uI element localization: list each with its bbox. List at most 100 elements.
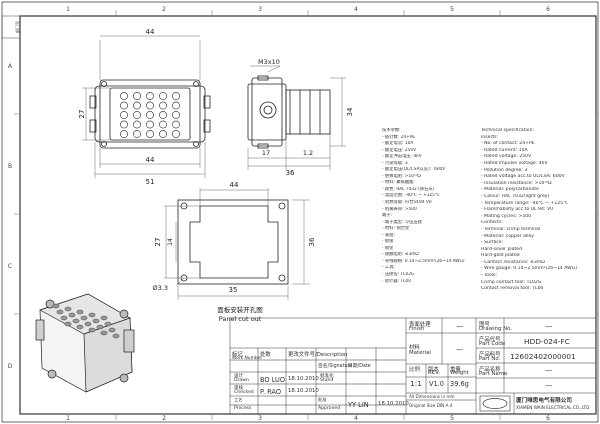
iso-pin xyxy=(100,315,108,321)
iso-pin xyxy=(72,318,80,324)
contact-pin xyxy=(159,120,167,129)
spec-line: - Rated voltage acc.to UL/CSA: 600V xyxy=(481,174,565,180)
dim-screw: M3x10 xyxy=(258,58,280,66)
zone-side-c: C xyxy=(8,263,12,270)
zone-bottom-6: 6 xyxy=(546,415,550,422)
contact-pin xyxy=(120,111,128,119)
zone-side-d: D xyxy=(8,363,13,370)
dim-front-w-outer: 51 xyxy=(146,178,155,186)
contact-pin xyxy=(133,120,141,129)
tb-drawing-no-cn: 图号 xyxy=(479,322,490,328)
spec-line: 技术参数: xyxy=(382,128,401,133)
panel-cutout-dims xyxy=(164,188,310,300)
tb-material-value: — xyxy=(456,345,464,354)
tb-scale-cn: 比例 xyxy=(409,367,420,373)
iso-pin xyxy=(100,330,108,336)
dim-front-h: 27 xyxy=(78,110,86,119)
panel-cut-title-en: Panel cut out xyxy=(219,315,262,323)
zone-bottom-2: 2 xyxy=(162,415,166,422)
drawing-title: HDD-024-FC xyxy=(524,337,570,346)
iso-pin xyxy=(60,315,68,321)
spec-line: - 插针数: 24+PE xyxy=(382,134,415,140)
spec-line: · 镀银 xyxy=(382,239,394,245)
spec-line: - Insulation resistance: >10¹⁰Ω xyxy=(481,180,552,186)
dim-cut-bottom: 35 xyxy=(229,286,238,294)
spec-line: - Temperature range: -40℃ ~ +125℃ xyxy=(481,200,569,206)
tb-approved-name: YY LIN xyxy=(348,401,369,409)
tb-rev-en: REV. xyxy=(428,370,440,376)
contact-pin xyxy=(120,120,128,129)
tb-change-label: 更改文件号/Description xyxy=(288,352,348,358)
spec-line: - 材料: 聚碳酸酯 xyxy=(382,180,414,186)
spec-line: - Pollution degree: 3 xyxy=(481,167,528,173)
dim-front-inner-top: 44 xyxy=(146,28,155,36)
spec-line: - 颜色: RAL 7032 (卵石灰) xyxy=(382,186,435,192)
spec-line: - 额定冲击电压: 4kV xyxy=(382,154,422,160)
spec-line: - Mating cycles: >500 xyxy=(481,213,532,219)
tb-approved-en: Approved xyxy=(318,406,341,411)
spec-line: - 额定电压: 250V xyxy=(382,147,417,153)
zone-bottom-4: 4 xyxy=(354,415,358,422)
tb-material-en: Material xyxy=(409,350,431,356)
company-name-en: XIAMEN WAIN ELECTRICAL CO.,LTD xyxy=(516,405,590,410)
tb-finish-en: Finish xyxy=(409,326,425,332)
iso-pin xyxy=(56,309,64,315)
tb-approved-date: 18.10.2010 xyxy=(378,401,409,407)
tb-date-label: 日期/Date xyxy=(348,364,371,369)
tb-drawn-cn: 设计 xyxy=(234,374,244,379)
spec-line: - 机械寿命: >500 xyxy=(382,206,417,212)
iso-pin xyxy=(112,333,120,339)
contact-pin xyxy=(172,130,180,138)
iso-pin xyxy=(80,315,88,321)
spec-line: - 阻燃等级: 符合UL94 V0 xyxy=(382,200,432,206)
dim-cut-inner: 14 xyxy=(167,238,174,246)
iso-pin xyxy=(108,327,116,333)
contact-pin xyxy=(133,111,141,119)
spec-line: - Contact resistance: ≤3mΩ xyxy=(481,259,545,265)
contact-pin xyxy=(146,130,154,138)
dim-cut-w: 44 xyxy=(230,181,239,189)
dim-cut-h2: 36 xyxy=(308,237,316,246)
tb-std-en: Stand xyxy=(320,378,334,383)
tb-checked-cn: 审核 xyxy=(234,386,244,391)
spec-line: · 镀金 xyxy=(382,245,394,251)
isometric-pins xyxy=(52,303,120,339)
iso-pin xyxy=(96,324,104,330)
spec-line: - 接触电阻: ≤3mΩ xyxy=(382,252,419,258)
dim-side-d1: 17 xyxy=(262,149,270,157)
spec-list-chinese: 技术参数:- 插针数: 24+PE- 额定电流: 10A- 额定电压: 250V… xyxy=(382,128,476,285)
zone-side-a: A xyxy=(8,63,13,70)
tb-part-no-en: Part No. xyxy=(479,356,501,362)
spec-line: - Rated voltage: 250V xyxy=(481,154,532,160)
tb-weight-cn: 重量 xyxy=(450,367,461,373)
spec-line: - 额定电流: 10A xyxy=(382,141,414,147)
tb-mark: 标记 xyxy=(232,352,243,358)
contact-pin-grid xyxy=(120,92,180,138)
company-name-cn: 厦门唯思电气有限公司 xyxy=(516,398,572,404)
zone-top-6: 6 xyxy=(546,6,550,13)
contact-pin xyxy=(172,92,180,100)
contact-pin xyxy=(172,101,180,110)
spec-line: - 工具: xyxy=(382,265,395,271)
tb-process-en: Process xyxy=(234,406,252,411)
iso-pin xyxy=(68,312,76,318)
spec-line: - Surface: xyxy=(481,240,504,246)
contact-pin xyxy=(120,101,128,110)
spec-line: - Tools: xyxy=(481,273,497,279)
zone-top-2: 2 xyxy=(162,6,166,13)
dim-side-w: 36 xyxy=(286,169,295,177)
part-number: 12602402000001 xyxy=(510,352,576,361)
tb-sign-label: 签名/Signature xyxy=(318,364,353,369)
zone-top-4: 4 xyxy=(354,6,358,13)
spec-line: 端子: xyxy=(382,213,393,219)
tb-drawing-no-value: — xyxy=(545,322,553,331)
contact-pin xyxy=(172,111,180,119)
tb-drawn-date: 18.10.2010 xyxy=(288,376,319,382)
contact-pin xyxy=(159,101,167,110)
iso-pin xyxy=(76,324,84,330)
tb-checked-date: 18.10.2010 xyxy=(288,388,319,394)
iso-pin xyxy=(84,321,92,327)
contact-pin xyxy=(133,101,141,110)
tb-rev-cn: 版本 xyxy=(428,367,439,373)
